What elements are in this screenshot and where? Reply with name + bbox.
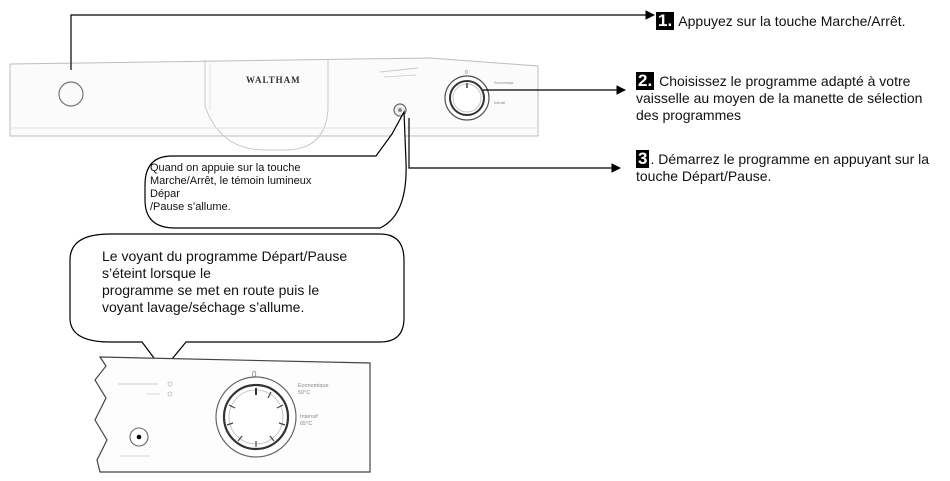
step-1-text: Appuyez sur la touche Marche/Arrêt. — [675, 13, 906, 29]
intensif-label-top: Intensif — [494, 101, 505, 105]
arrow-step3 — [408, 118, 621, 173]
brand-logo: WALTHAM — [246, 75, 301, 85]
control-panel — [9, 57, 539, 151]
dial-zero-detail: 0 — [252, 370, 257, 379]
speech-bubble-2 — [69, 233, 405, 371]
step-1-number: 1. — [656, 11, 675, 30]
bubble-2-text: Le voyant du programme Départ/Pause s’ét… — [102, 248, 402, 316]
bubble-1-line: Dépar — [150, 188, 180, 200]
step-1-caption: 1. Appuyez sur la touche Marche/Arrêt. — [656, 12, 906, 30]
step-2-number: 2. — [636, 71, 655, 90]
program-dial-detail[interactable] — [215, 376, 297, 458]
intensif-temp: 65°C — [300, 421, 312, 427]
dial-zero-top: 0 — [465, 70, 468, 76]
step-2-caption: 2. Choisissez le programme adapté à votr… — [636, 72, 948, 124]
bubble-2-line: programme se met en route puis le — [102, 282, 320, 298]
step-3-text: . Démarrez le programme en appuyant sur … — [636, 151, 930, 184]
economique-label: Economique — [298, 383, 329, 389]
bubble-1-line: Marche/Arrêt, le témoin lumineux — [150, 175, 312, 187]
arrow-step1 — [70, 10, 655, 70]
bubble-2-line: s’éteint lorsque le — [102, 265, 211, 281]
step-3-number: 3 — [636, 149, 650, 168]
bubble-2-line: voyant lavage/séchage s’allume. — [102, 299, 305, 315]
step-2-text: Choisissez le programme adapté à votre v… — [636, 73, 923, 123]
start-pause-button-center — [398, 108, 402, 112]
bubble-1-line: /Pause s’allume. — [150, 201, 231, 213]
program-dial-top[interactable] — [444, 75, 490, 121]
step-3-caption: 3. Démarrez le programme en appuyant sur… — [636, 150, 936, 185]
speech-bubble-1 — [144, 109, 407, 229]
bubble-1-text: Quand on appuie sur la touche Marche/Arr… — [150, 162, 400, 214]
intensif-label: Intensif — [300, 414, 318, 420]
bubble-1-line: Quand on appuie sur la touche — [150, 162, 301, 174]
bubble-2-line: Le voyant du programme Départ/Pause — [102, 248, 348, 264]
economique-label-top: Economique — [494, 81, 514, 85]
economique-temp: 50°C — [298, 390, 310, 396]
start-pause-led-detail — [136, 434, 142, 440]
power-button[interactable] — [58, 81, 84, 107]
